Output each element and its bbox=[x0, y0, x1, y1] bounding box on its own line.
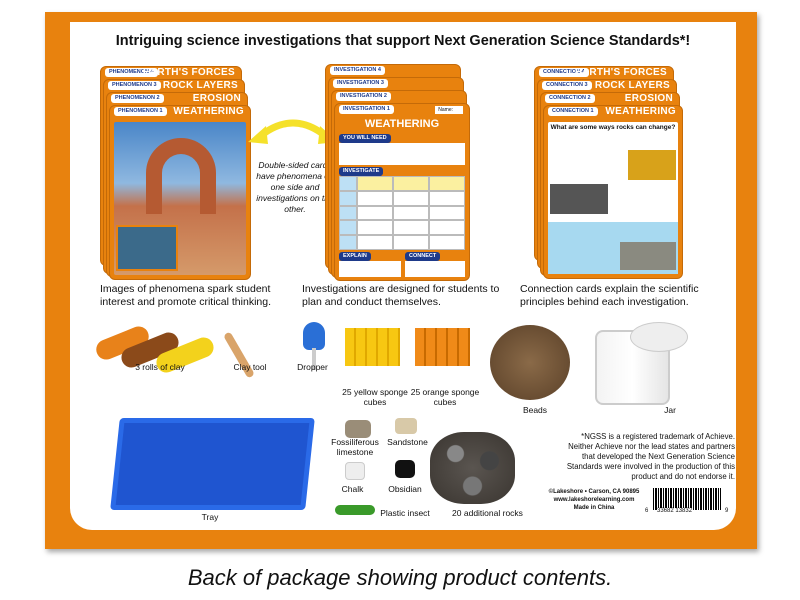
card-title: ROCK LAYERS bbox=[162, 80, 238, 91]
phenomena-caption: Images of phenomena spark student intere… bbox=[100, 283, 271, 308]
barcode-bars bbox=[653, 488, 721, 510]
obsidian bbox=[395, 460, 415, 478]
card-tab: PHENOMENON 4 bbox=[105, 68, 158, 77]
beads bbox=[490, 325, 570, 400]
card-title: ROCK LAYERS bbox=[594, 80, 670, 91]
jar-label: Jar bbox=[664, 405, 676, 415]
plastic-insect bbox=[335, 505, 375, 515]
section-label: EXPLAIN bbox=[339, 252, 371, 261]
phenomenon-card: PHENOMENON 1 WEATHERING bbox=[109, 105, 251, 280]
card-tab: CONNECTION 4 bbox=[539, 68, 589, 77]
barcode-digit: 6 bbox=[645, 508, 649, 514]
clay-tool-label: Clay tool bbox=[233, 362, 267, 372]
company-website: www.lakeshorelearning.com bbox=[553, 497, 635, 503]
investigation-card: INVESTIGATION 1 Name: WEATHERING YOU WIL… bbox=[334, 103, 470, 281]
connections-caption: Connection cards explain the scientific … bbox=[520, 283, 699, 308]
investigation-card-stack: INVESTIGATION 4 INVESTIGATION 3 INVESTIG… bbox=[325, 64, 470, 281]
investigations-caption: Investigations are designed for students… bbox=[302, 283, 500, 308]
card-tab: INVESTIGATION 2 bbox=[336, 92, 391, 101]
card-title: EROSION bbox=[624, 93, 673, 104]
orange-sponge-cubes bbox=[415, 328, 470, 366]
card-title: WEATHERING bbox=[173, 106, 244, 117]
card-tab: CONNECTION 1 bbox=[548, 107, 598, 116]
made-in: Made in China bbox=[573, 505, 615, 511]
name-field: Name: bbox=[435, 106, 463, 114]
image-caption: Back of package showing product contents… bbox=[187, 565, 613, 590]
card-tab: INVESTIGATION 4 bbox=[330, 66, 385, 75]
arch-photo bbox=[114, 122, 246, 275]
dropper-label: Dropper bbox=[297, 362, 328, 372]
fossiliferous-limestone bbox=[345, 420, 371, 438]
section-label: YOU WILL NEED bbox=[339, 134, 391, 143]
barcode-number: 33682 13832 bbox=[657, 508, 693, 514]
card-tab: CONNECTION 2 bbox=[545, 94, 595, 103]
section-label: CONNECT bbox=[405, 252, 441, 261]
jar-lid bbox=[630, 322, 688, 352]
double-sided-note: Double-sided cards have phenomena on one… bbox=[256, 160, 334, 214]
card-tab: INVESTIGATION 1 bbox=[339, 105, 394, 114]
card-title: EARTH'S FORCES bbox=[574, 67, 667, 78]
rocks-label: 20 additional rocks bbox=[452, 508, 523, 518]
chalk-label: Chalk bbox=[341, 484, 364, 494]
additional-rocks bbox=[430, 432, 515, 504]
card-tab: CONNECTION 3 bbox=[542, 81, 592, 90]
card-tab: PHENOMENON 3 bbox=[108, 81, 161, 90]
barcode: 6 33682 13832 9 bbox=[645, 488, 730, 518]
headline: Intriguing science investigations that s… bbox=[115, 33, 691, 49]
yellow-cubes-label: 25 yellow sponge cubes bbox=[342, 387, 408, 407]
dropper-tip bbox=[312, 348, 316, 370]
sandstone-label: Sandstone bbox=[387, 437, 428, 447]
clay-label: 3 rolls of clay bbox=[135, 362, 185, 372]
dropper bbox=[303, 322, 325, 350]
card-title: EROSION bbox=[192, 93, 241, 104]
card-title: WEATHERING bbox=[605, 106, 676, 117]
card-tab: INVESTIGATION 3 bbox=[333, 79, 388, 88]
company-address: ©Lakeshore • Carson, CA 90895 bbox=[548, 489, 640, 495]
tray-label: Tray bbox=[201, 512, 219, 522]
data-table bbox=[339, 176, 465, 250]
orange-cubes-label: 25 orange sponge cubes bbox=[410, 387, 480, 407]
obsidian-label: Obsidian bbox=[388, 484, 422, 494]
card-title: WEATHERING bbox=[364, 118, 440, 130]
section-label: INVESTIGATE bbox=[339, 167, 384, 176]
tray bbox=[110, 418, 315, 510]
card-title: EARTH'S FORCES bbox=[142, 67, 235, 78]
insect-label: Plastic insect bbox=[380, 508, 430, 518]
card-tab: PHENOMENON 1 bbox=[114, 107, 167, 116]
sandstone bbox=[395, 418, 417, 434]
ngss-disclaimer: *NGSS is a registered trademark of Achie… bbox=[566, 432, 735, 481]
company-info: ©Lakeshore • Carson, CA 90895 www.lakesh… bbox=[548, 488, 640, 512]
barcode-digit: 9 bbox=[725, 508, 729, 514]
beads-label: Beads bbox=[522, 405, 548, 415]
connection-card: CONNECTION 1 WEATHERING What are some way… bbox=[543, 105, 683, 279]
chalk bbox=[345, 462, 365, 480]
yellow-sponge-cubes bbox=[345, 328, 400, 366]
fossil-label: Fossiliferous limestone bbox=[331, 437, 379, 457]
card-question: What are some ways rocks can change? bbox=[550, 124, 676, 131]
card-tab: PHENOMENON 2 bbox=[111, 94, 164, 103]
